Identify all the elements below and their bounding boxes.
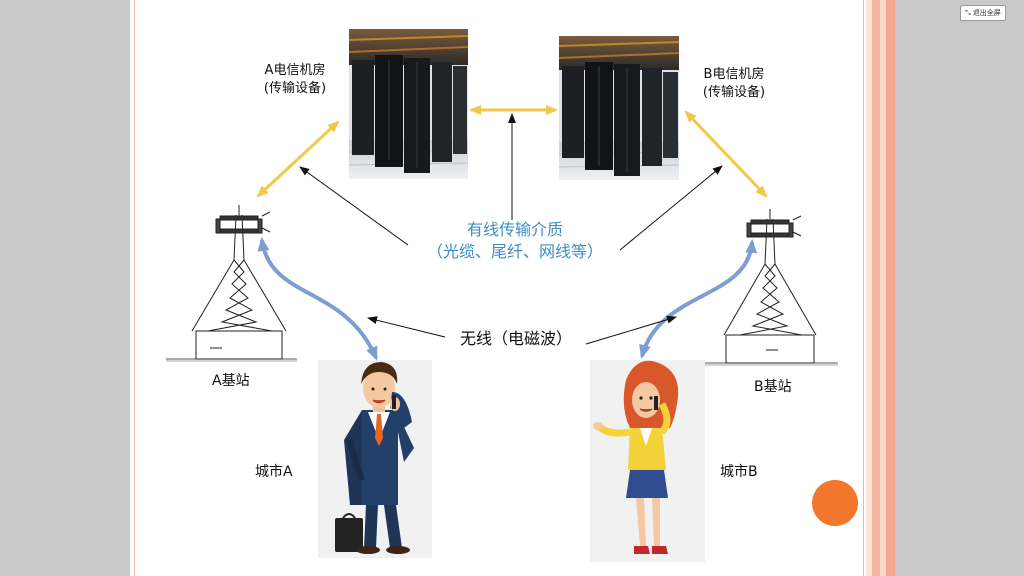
wireless-label: 无线（电磁波） [459,329,572,348]
wired-media-examples: （光缆、尾纤、网线等） [426,242,603,261]
room-b-label-line1: B电信机房 [703,67,765,82]
exit-fullscreen-label: 退出全屏 [972,9,1001,17]
pointer-wireless-to-link-a [367,316,446,338]
businesswoman-illustration [590,360,705,562]
exit-fullscreen-icon: ⤡ [965,9,971,17]
room-a-label-line1: A电信机房 [264,63,326,78]
base-station-tower-a [166,205,297,362]
pointer-wired-to-room-a-link [299,166,409,246]
slide-action-dot[interactable] [812,480,858,526]
server-room-b-photo [558,36,680,180]
server-room-a-photo [348,29,469,179]
right-border-stripe-3 [880,0,886,576]
station-a-label: A基站 [212,373,250,389]
city-b-label: 城市B [720,464,758,480]
right-border-stripe-1 [866,0,872,576]
room-b-label: B电信机房 (传输设备) [684,66,784,102]
station-b-label: B基站 [754,379,792,395]
room-a-label: A电信机房 (传输设备) [245,62,345,98]
pointer-wired-to-room-b-link [619,165,723,251]
right-border-stripe-2 [872,0,880,576]
room-b-label-line2: (传输设备) [702,85,766,100]
wireless-link-tower-b-city-b [639,239,758,359]
wireless-link-tower-a-city-a [257,237,378,361]
wired-link-room-a-tower-a [256,120,340,198]
city-a-label: 城市A [255,464,293,480]
wired-media-label: 有线传输介质 （光缆、尾纤、网线等） [405,219,625,263]
exit-fullscreen-button[interactable]: ⤡退出全屏 [960,5,1006,21]
right-border-stripe-4 [886,0,895,576]
wired-link-room-b-tower-b [684,110,768,198]
wired-media-title: 有线传输介质 [466,220,563,239]
room-a-label-line2: (传输设备) [263,81,327,96]
businessman-illustration [318,360,432,558]
pointer-wireless-to-link-b [585,315,677,345]
